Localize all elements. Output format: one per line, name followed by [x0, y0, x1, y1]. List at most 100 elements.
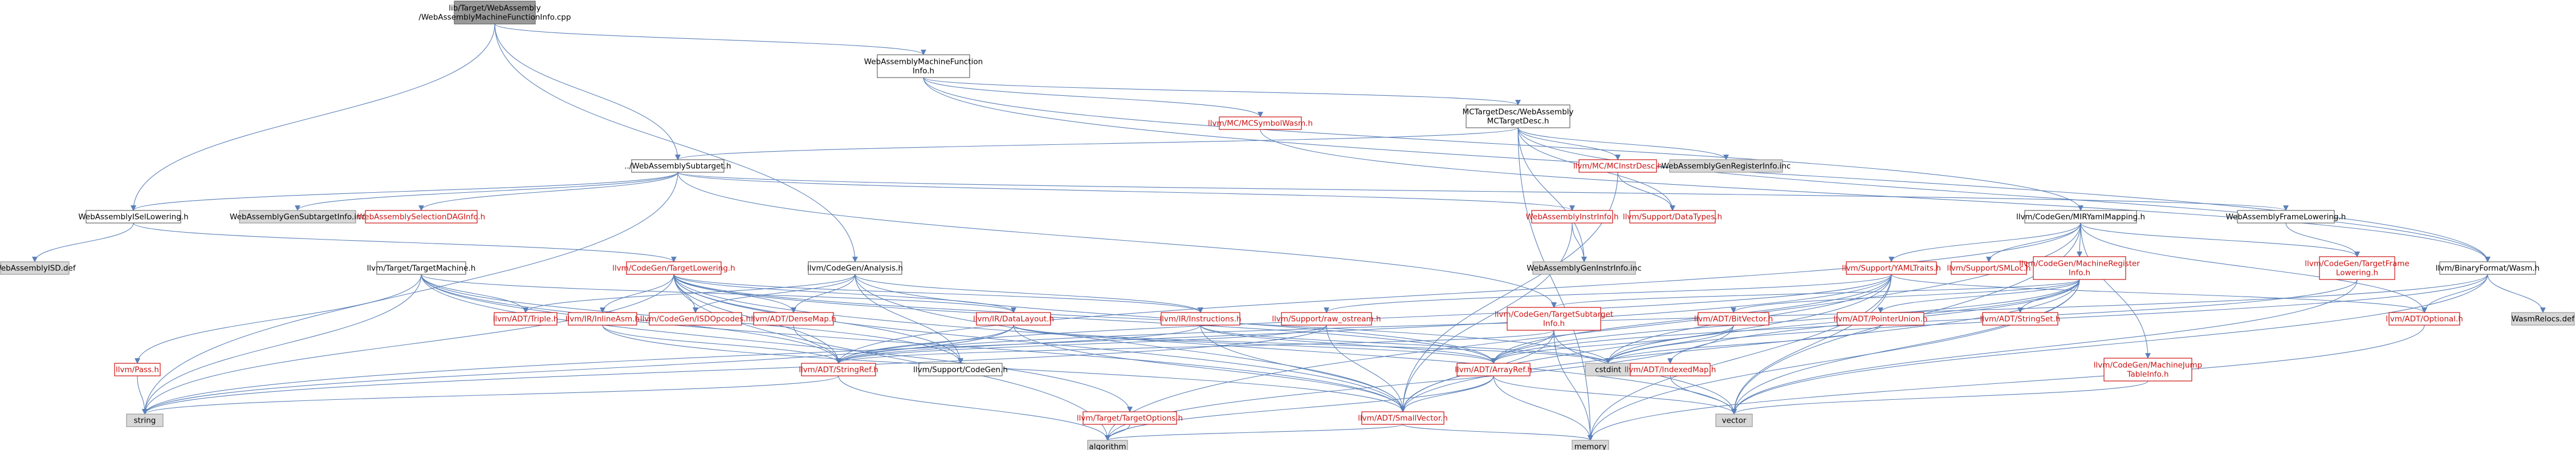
edge-mctd-to-mcinstr	[1517, 127, 1621, 160]
edge-mctd-to-memory	[1517, 127, 1593, 441]
node-box-memory	[1572, 440, 1609, 450]
edge-analysis-to-isdop	[693, 274, 856, 313]
node-box-mirmap	[2024, 210, 2137, 224]
edge-tflow-to-arrayref	[1491, 279, 2358, 364]
node-label-datalayout-line-0: llvm/IR/DataLayout.h	[973, 315, 1054, 324]
node-geninstr[interactable]: WebAssemblyGenInstrInfo.inc	[1527, 261, 1642, 275]
edge-bitvec-to-arrayref	[1491, 325, 1734, 364]
edge-tli-to-datalayout	[673, 274, 1016, 313]
node-box-isdop	[649, 312, 742, 326]
node-targetopts[interactable]: llvm/Target/TargetOptions.h	[1077, 411, 1183, 425]
node-smallvec[interactable]: llvm/ADT/SmallVector.h	[1358, 411, 1448, 425]
node-label-framelow-line-0: WebAssemblyFrameLowering.h	[2226, 213, 2346, 222]
node-label-mreginfo-line-1: Info.h	[2069, 269, 2090, 278]
node-optional[interactable]: llvm/ADT/Optional.h	[2386, 312, 2463, 326]
node-isdop[interactable]: llvm/CodeGen/ISDOpcodes.h	[640, 312, 751, 326]
edge-bfwasm-to-wasmrel	[2487, 274, 2546, 313]
node-stringset[interactable]: llvm/ADT/StringSet.h	[1980, 312, 2061, 326]
node-box-ptrunion	[1837, 312, 1924, 326]
edge-instructions-to-stringref	[836, 325, 1201, 364]
node-seldag[interactable]: WebAssemblySelectionDAGInfo.h	[357, 210, 486, 224]
edge-arrayref-to-vector	[1493, 375, 1737, 415]
node-label-jumptable-line-1: TableInfo.h	[2126, 370, 2168, 379]
node-box-yamltraits	[1846, 261, 1937, 275]
node-box-codegen	[918, 363, 1003, 376]
node-arrayref[interactable]: llvm/ADT/ArrayRef.h	[1455, 363, 1532, 376]
node-bfwasm[interactable]: llvm/BinaryFormat/Wasm.h	[2436, 261, 2540, 275]
edge-tli-to-string	[142, 274, 674, 415]
edge-subt-to-gensub	[295, 172, 678, 211]
node-smloc[interactable]: llvm/Support/SMLoc.h	[1947, 261, 2031, 275]
node-box-vector	[1715, 413, 1753, 427]
node-genreg[interactable]: WebAssemblyGenRegisterInfo.inc	[1662, 159, 1791, 173]
node-triple[interactable]: llvm/ADT/Triple.h	[493, 312, 559, 326]
node-datatypes[interactable]: llvm/Support/DataTypes.h	[1623, 210, 1722, 224]
node-gensub[interactable]: WebAssemblyGenSubtargetInfo.inc	[230, 210, 365, 224]
node-root[interactable]: lib/Target/WebAssembly/WebAssemblyMachin…	[418, 1, 571, 25]
node-label-arrayref-line-0: llvm/ADT/ArrayRef.h	[1455, 366, 1532, 375]
edge-instrinfo-to-geninstr	[1572, 222, 1587, 262]
node-instructions[interactable]: llvm/IR/Instructions.h	[1159, 312, 1242, 326]
edge-framelow-to-tflow	[2285, 222, 2360, 257]
edge-subt-to-tsub	[677, 172, 1557, 308]
node-framelow[interactable]: WebAssemblyFrameLowering.h	[2226, 210, 2346, 224]
node-tli[interactable]: llvm/CodeGen/TargetLowering.h	[612, 261, 735, 275]
node-bitvec[interactable]: llvm/ADT/BitVector.h	[1694, 312, 1773, 326]
edge-mreginfo-to-vector	[1731, 279, 2080, 415]
edge-stringref-to-algorithm	[838, 375, 1110, 441]
edge-datalayout-to-arrayref	[1013, 325, 1496, 364]
node-densemap[interactable]: llvm/ADT/DenseMap.h	[751, 312, 836, 326]
edge-subt-to-string	[142, 172, 678, 415]
node-string[interactable]: string	[126, 413, 164, 427]
node-subt[interactable]: ../WebAssemblySubtarget.h	[624, 159, 731, 173]
edge-subt-to-instrinfo	[677, 172, 1575, 211]
edge-indexedmap-to-vector	[1670, 375, 1737, 415]
node-yamltraits[interactable]: llvm/Support/YAMLTraits.h	[1842, 261, 1941, 275]
node-box-gensub	[239, 210, 356, 224]
node-rawos[interactable]: llvm/Support/raw_ostream.h	[1272, 312, 1381, 326]
node-wamfi[interactable]: WebAssemblyMachineFunctionInfo.h	[864, 54, 983, 78]
node-label-densemap-line-0: llvm/ADT/DenseMap.h	[751, 315, 836, 324]
edge-yamltraits-to-rawos	[1324, 274, 1892, 313]
node-setlow[interactable]: WebAssemblyISelLowering.h	[78, 210, 189, 224]
node-mcsw[interactable]: llvm/MC/MCSymbolWasm.h	[1208, 116, 1313, 130]
node-analysis[interactable]: llvm/CodeGen/Analysis.h	[807, 261, 903, 275]
node-stringref[interactable]: llvm/ADT/StringRef.h	[799, 363, 878, 376]
edge-inlineasm-to-stringref	[602, 325, 841, 364]
node-pass[interactable]: llvm/Pass.h	[114, 363, 161, 376]
node-tm[interactable]: llvm/Target/TargetMachine.h	[367, 261, 476, 275]
edge-rawos-to-smallvec	[1326, 325, 1406, 412]
node-inlineasm[interactable]: llvm/IR/InlineAsm.h	[565, 312, 640, 326]
node-indexedmap[interactable]: llvm/ADT/IndexedMap.h	[1625, 363, 1716, 376]
node-box-indexedmap	[1630, 363, 1711, 376]
node-label-isddef-line-0: WebAssemblyISD.def	[0, 264, 76, 273]
node-label-root-line-0: lib/Target/WebAssembly	[449, 4, 540, 13]
node-isddef[interactable]: WebAssemblyISD.def	[0, 261, 76, 275]
node-cstdint[interactable]: cstdint	[1585, 363, 1631, 376]
node-ptrunion[interactable]: llvm/ADT/PointerUnion.h	[1834, 312, 1928, 326]
node-label-targetopts-line-0: llvm/Target/TargetOptions.h	[1077, 414, 1183, 423]
node-memory[interactable]: memory	[1572, 440, 1609, 450]
node-mirmap[interactable]: llvm/CodeGen/MIRYamlMapping.h	[2016, 210, 2145, 224]
node-label-mreginfo-line-0: llvm/CodeGen/MachineRegister	[2019, 260, 2140, 269]
edge-arrayref-to-algorithm	[1105, 375, 1494, 441]
node-instrinfo[interactable]: WebAssemblyInstrInfo.h	[1525, 210, 1619, 224]
node-mcinstr[interactable]: llvm/MC/MCInstrDesc.h	[1573, 159, 1662, 173]
node-label-mcsw-line-0: llvm/MC/MCSymbolWasm.h	[1208, 119, 1313, 128]
node-algorithm[interactable]: algorithm	[1087, 440, 1128, 450]
node-box-datalayout	[976, 312, 1051, 326]
node-vector[interactable]: vector	[1715, 413, 1753, 427]
node-box-setlow	[86, 210, 181, 224]
node-label-triple-line-0: llvm/ADT/Triple.h	[493, 315, 559, 324]
node-wasmrel[interactable]: WasmRelocs.def	[2511, 312, 2575, 326]
node-label-bfwasm-line-0: llvm/BinaryFormat/Wasm.h	[2436, 264, 2540, 273]
node-codegen[interactable]: llvm/Support/CodeGen.h	[913, 363, 1008, 376]
edge-mcsw-to-bfwasm	[1260, 129, 2490, 262]
node-datalayout[interactable]: llvm/IR/DataLayout.h	[973, 312, 1054, 326]
